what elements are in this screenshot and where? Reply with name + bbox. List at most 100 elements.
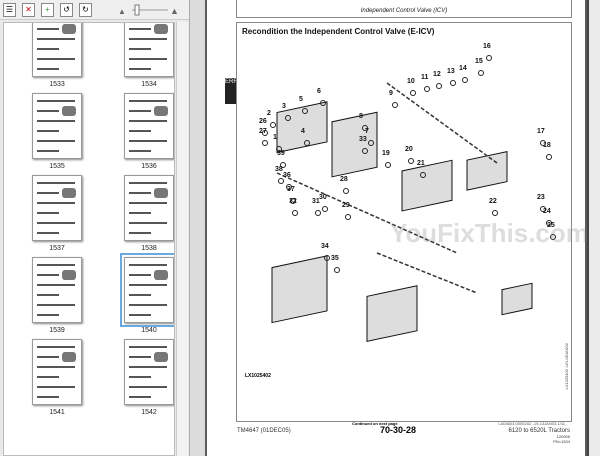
part-marker <box>334 267 340 273</box>
thumb-line <box>129 202 167 204</box>
valve-body <box>331 111 378 178</box>
part-marker <box>424 86 430 92</box>
page-thumbnail[interactable] <box>124 93 174 159</box>
page-thumbnail[interactable] <box>124 339 174 405</box>
section-tab: ERR <box>225 78 238 104</box>
part-marker <box>492 210 498 216</box>
thumb-line <box>37 150 59 152</box>
thumb-line <box>129 110 151 112</box>
thumb-line <box>37 212 59 214</box>
thumbnail-scrollbar[interactable] <box>176 22 188 456</box>
page-thumbnail[interactable] <box>124 175 174 241</box>
thumb-line <box>37 314 59 316</box>
thumb-image <box>62 352 76 362</box>
thumbnail-label: 1538 <box>141 245 157 252</box>
page-thumbnail[interactable] <box>124 23 174 77</box>
part-marker <box>546 154 552 160</box>
callout-number: 8 <box>359 113 363 120</box>
part-marker <box>486 55 492 61</box>
page-thumbnail[interactable] <box>32 175 82 241</box>
thumb-line <box>129 130 151 132</box>
callout-number: 25 <box>547 222 555 229</box>
callout-number: 9 <box>389 90 393 97</box>
main-scrollbar[interactable] <box>587 0 600 456</box>
part-axis <box>276 172 458 254</box>
continued-note: Continued on next page <box>352 421 398 426</box>
part-axis <box>386 82 498 164</box>
callout-number: 2 <box>267 110 271 117</box>
thumb-line <box>37 396 59 398</box>
zoom-slider[interactable]: ▲▲ <box>118 4 178 16</box>
part-marker <box>262 130 268 136</box>
page-thumbnail[interactable] <box>32 23 82 77</box>
svg-text:▲: ▲ <box>170 6 178 16</box>
part-marker <box>392 102 398 108</box>
thumb-line <box>37 264 75 266</box>
callout-number: 6 <box>317 88 321 95</box>
thumb-line <box>37 304 75 306</box>
rotate-left-icon[interactable]: ↺ <box>60 2 73 17</box>
thumb-line <box>129 140 167 142</box>
callout-number: 17 <box>537 128 545 135</box>
thumb-image <box>154 270 168 280</box>
thumbnail-toolbar: ☰ ✕ + ↺ ↻ ▲▲ <box>0 0 189 20</box>
thumbnail-label: 1536 <box>141 163 157 170</box>
callout-number: 7 <box>365 128 369 135</box>
callout-number: 34 <box>321 243 329 250</box>
footer-left: TM4647 (01DEC05) <box>237 428 291 434</box>
valve-body <box>501 282 533 316</box>
part-marker <box>262 140 268 146</box>
thumb-image <box>154 188 168 198</box>
footer-pn: PN=1534 <box>553 439 570 444</box>
insert-page-icon[interactable]: + <box>41 2 54 17</box>
thumb-line <box>37 58 75 60</box>
callout-number: 39 <box>277 150 285 157</box>
side-code: LX1025402 -UN-05JAN02 <box>564 343 569 390</box>
thumb-line <box>129 356 151 358</box>
thumb-line <box>129 314 151 316</box>
callout-number: 35 <box>331 255 339 262</box>
thumb-line <box>129 182 167 184</box>
part-marker <box>450 80 456 86</box>
part-marker <box>368 140 374 146</box>
thumb-image <box>154 24 168 34</box>
options-menu-icon[interactable]: ☰ <box>3 2 16 17</box>
page-thumbnail[interactable] <box>32 93 82 159</box>
callout-number: 22 <box>489 198 497 205</box>
thumb-line <box>129 396 151 398</box>
thumb-line <box>129 264 167 266</box>
part-axis <box>376 252 478 294</box>
thumb-line <box>37 376 59 378</box>
thumb-line <box>37 232 59 234</box>
rotate-right-icon[interactable]: ↻ <box>79 2 92 17</box>
footer-small: 120905 <box>556 434 570 439</box>
part-marker <box>546 220 552 226</box>
part-marker <box>343 188 349 194</box>
callout-number: 16 <box>483 43 491 50</box>
callout-number: 13 <box>447 68 455 75</box>
delete-page-icon[interactable]: ✕ <box>22 2 35 17</box>
svg-text:▲: ▲ <box>118 7 126 16</box>
part-marker <box>270 122 276 128</box>
thumb-line <box>129 68 151 70</box>
thumb-line <box>37 38 75 40</box>
thumb-image <box>62 24 76 34</box>
thumb-line <box>129 212 151 214</box>
footer-title: 6120 to 6520L Tractors <box>508 428 571 434</box>
part-marker <box>276 146 282 152</box>
thumbnail-label: 1537 <box>49 245 65 252</box>
thumb-line <box>129 58 167 60</box>
thumb-line <box>129 150 151 152</box>
part-marker <box>385 162 391 168</box>
page-thumbnail[interactable] <box>32 257 82 323</box>
callout-number: 30 <box>319 194 327 201</box>
panel-divider[interactable] <box>190 0 205 456</box>
callout-number: 12 <box>433 71 441 78</box>
page-thumbnail[interactable] <box>120 253 174 327</box>
thumb-line <box>129 346 167 348</box>
thumb-line <box>129 274 151 276</box>
callout-number: 24 <box>543 208 551 215</box>
page-thumbnail[interactable] <box>32 339 82 405</box>
